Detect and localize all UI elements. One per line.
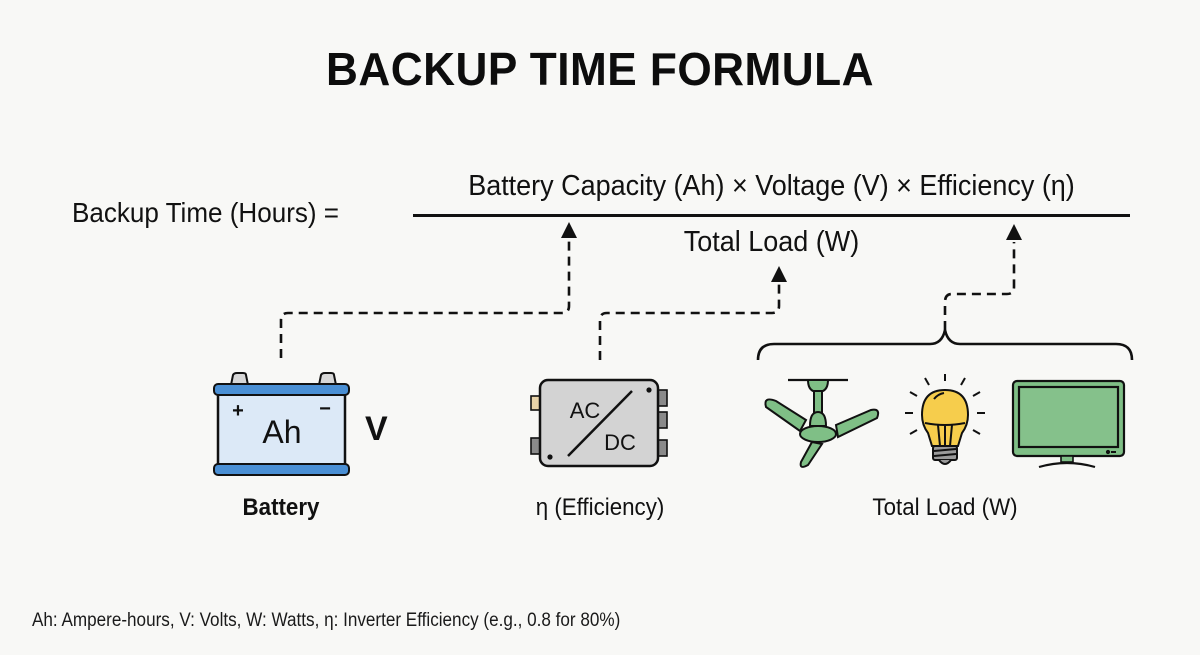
fraction-line [413,214,1130,217]
ceiling-fan-icon [764,378,880,468]
svg-text:Ah: Ah [262,414,301,450]
svg-text:+: + [232,400,244,422]
inverter-icon: AC DC [530,378,668,468]
load-connector-arrow [943,224,1022,330]
svg-text:−: − [319,398,331,420]
battery-label: Battery [242,494,320,521]
light-bulb-icon [905,374,985,465]
formula-lhs: Backup Time (Hours) = [72,197,340,228]
battery-icon: + − Ah [213,372,350,476]
efficiency-connector-arrow [598,266,787,360]
formula-numerator: Battery Capacity (Ah) × Voltage (V) × Ef… [468,170,1075,202]
efficiency-label: η (Efficiency) [535,494,665,521]
total-load-label: Total Load (W) [872,494,1018,521]
load-brace [756,329,1134,361]
voltage-symbol: V [365,410,388,448]
footnote: Ah: Ampere-hours, V: Volts, W: Watts, η:… [32,610,621,631]
formula-denominator: Total Load (W) [683,226,860,258]
television-icon [1011,379,1126,469]
svg-text:DC: DC [604,430,636,455]
battery-connector-arrow [279,222,577,358]
diagram-title: BACKUP TIME FORMULA [325,43,875,95]
svg-text:AC: AC [570,398,601,423]
